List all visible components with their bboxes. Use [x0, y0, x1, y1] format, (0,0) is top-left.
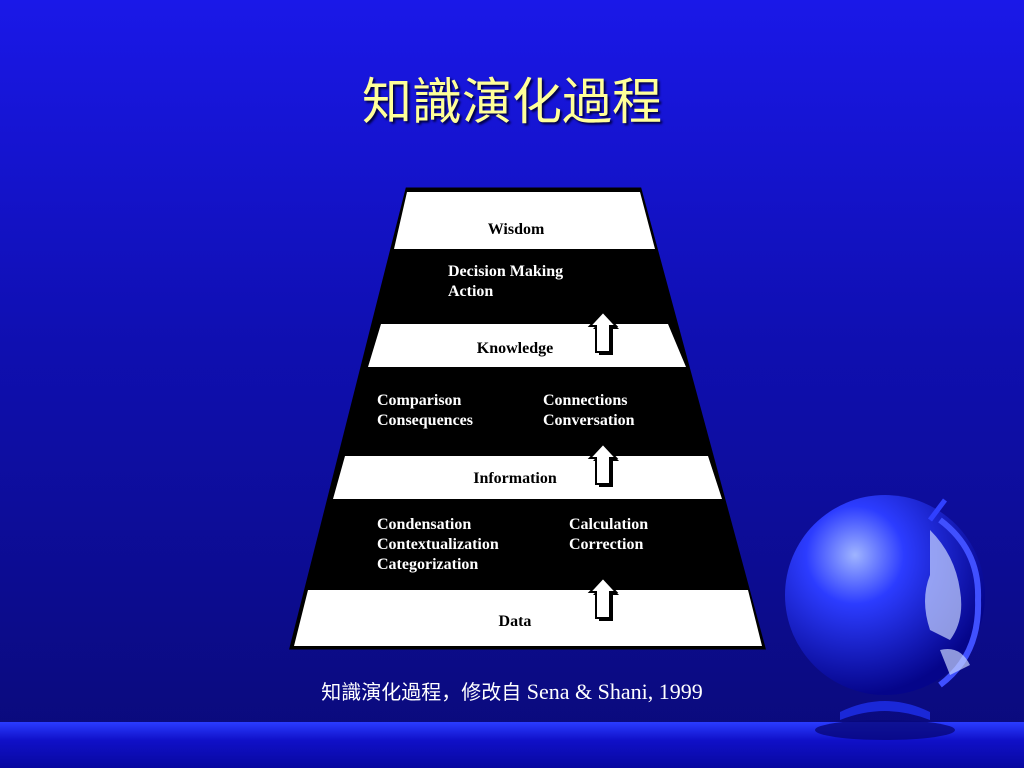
level-information: Information — [473, 470, 557, 487]
process-correction: Correction — [569, 536, 643, 553]
process-consequences: Consequences — [377, 412, 473, 429]
process-calculation: Calculation — [569, 516, 648, 533]
pyramid-outline — [289, 187, 766, 650]
process-comparison: Comparison — [377, 392, 462, 409]
process-conversation: Conversation — [543, 412, 635, 429]
level-knowledge: Knowledge — [477, 340, 553, 357]
caption-chinese: 知識演化過程，修改自 — [321, 680, 522, 704]
level-data: Data — [499, 613, 532, 630]
band-wisdom — [394, 192, 655, 249]
process-action: Action — [448, 283, 493, 300]
slide-title: 知識演化過程 — [362, 73, 662, 131]
process-connections: Connections — [543, 392, 627, 409]
process-condensation: Condensation — [377, 516, 471, 533]
caption-source: Sena & Shani, 1999 — [526, 679, 703, 704]
globe-icon — [785, 495, 985, 740]
process-categorization: Categorization — [377, 556, 478, 573]
band-information — [333, 456, 722, 499]
caption: 知識演化過程，修改自 Sena & Shani, 1999 — [0, 676, 1024, 705]
process-contextualization: Contextualization — [377, 536, 499, 553]
process-decision-making: Decision Making — [448, 263, 563, 280]
level-wisdom: Wisdom — [488, 221, 545, 238]
band-data — [294, 590, 762, 646]
